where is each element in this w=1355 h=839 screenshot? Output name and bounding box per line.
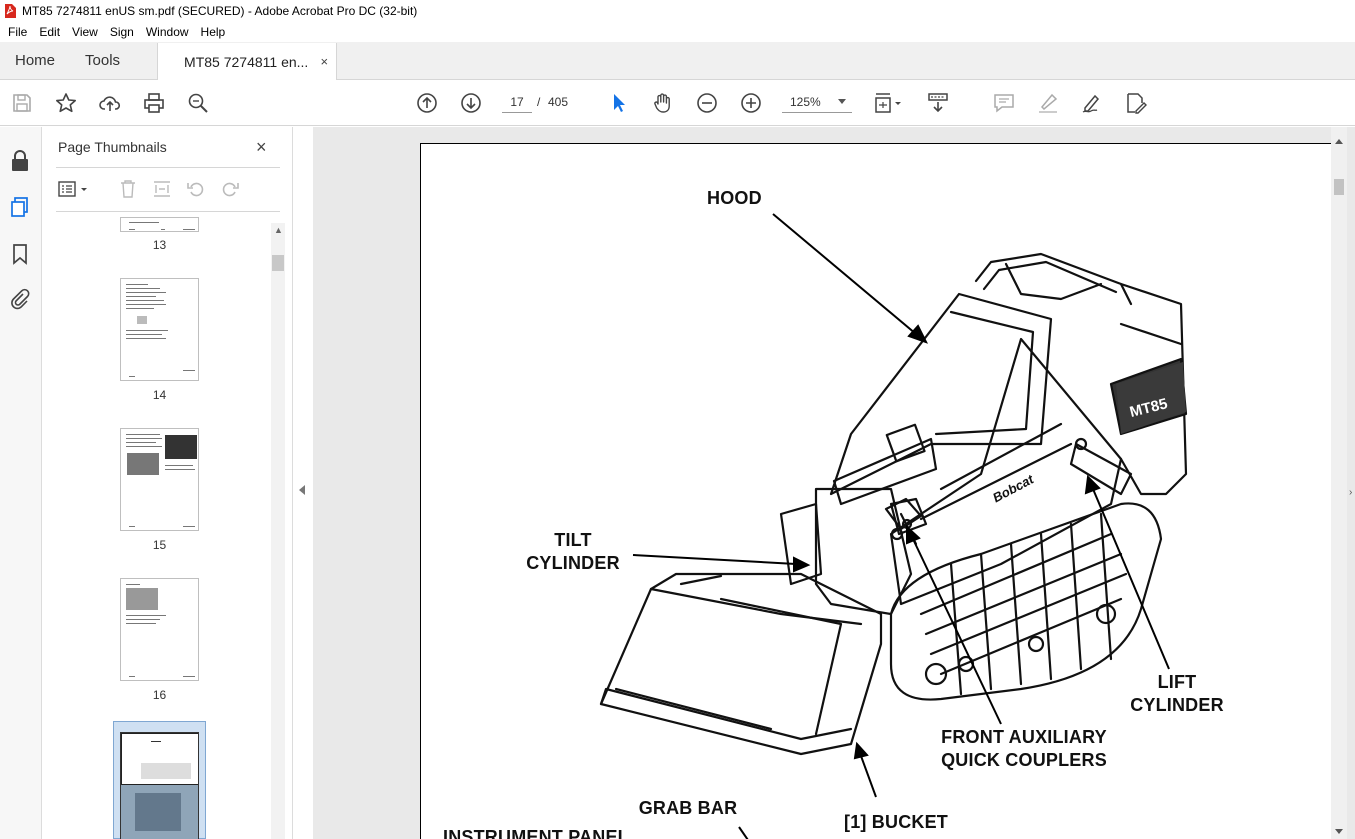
thumbnail-page-13[interactable] — [120, 217, 199, 232]
search-zoom-icon[interactable] — [186, 91, 210, 115]
callout-bucket: [1] BUCKET — [844, 812, 948, 832]
scroll-down-icon[interactable] — [1335, 829, 1343, 834]
title-bar: MT85 7274811 enUS sm.pdf (SECURED) - Ado… — [0, 0, 1355, 22]
thumbnail-page-17[interactable] — [120, 732, 199, 839]
thumbnail-options-icon[interactable] — [56, 178, 92, 200]
pdf-page: MT85 Bobcat HOOD TILT CYLINDER LIFT CYLI — [420, 143, 1332, 839]
arrow-down-circle-icon[interactable] — [459, 91, 483, 115]
main-toolbar — [0, 80, 1355, 196]
tab-bar: Home Tools MT85 7274811 en... × — [0, 42, 1355, 80]
zoom-out-icon[interactable] — [695, 91, 719, 115]
page-fit-icon[interactable] — [872, 91, 906, 115]
thumbnails-scrollbar[interactable]: ▲ — [271, 223, 285, 839]
document-viewer[interactable]: MT85 Bobcat HOOD TILT CYLINDER LIFT CYLI — [313, 127, 1355, 839]
zoom-value: 125% — [790, 95, 821, 109]
right-pane-toggle-icon[interactable]: › — [1349, 487, 1353, 498]
menu-help[interactable]: Help — [200, 25, 226, 39]
callout-instrument-panel: INSTRUMENT PANEL — [443, 827, 629, 839]
thumbnail-page-15[interactable] — [120, 428, 199, 531]
callout-tilt-line2: CYLINDER — [526, 553, 620, 573]
scroll-mode-icon[interactable] — [926, 91, 950, 115]
callout-lift-line1: LIFT — [1157, 672, 1197, 692]
left-rail — [0, 127, 42, 839]
delete-page-icon[interactable] — [116, 178, 140, 200]
save-icon[interactable] — [10, 91, 34, 115]
arrow-up-circle-icon[interactable] — [415, 91, 439, 115]
scrollbar-thumb[interactable] — [1334, 179, 1344, 195]
tab-document[interactable]: MT85 7274811 en... × — [157, 43, 338, 80]
chevron-down-icon — [838, 99, 846, 104]
tab-home[interactable]: Home — [15, 52, 56, 69]
document-scrollbar[interactable] — [1331, 127, 1347, 839]
menu-view[interactable]: View — [72, 25, 98, 39]
paperclip-icon[interactable] — [8, 287, 32, 311]
extract-page-icon[interactable] — [150, 178, 174, 200]
page-total: 405 — [548, 95, 569, 109]
menu-window[interactable]: Window — [145, 25, 189, 39]
hand-icon[interactable] — [651, 91, 675, 115]
callout-front-aux-line1: FRONT AUXILIARY — [941, 727, 1107, 747]
thumbnail-page-16[interactable] — [120, 578, 199, 681]
tab-document-label: MT85 7274811 en... — [184, 53, 309, 70]
panel-title: Page Thumbnails — [58, 139, 167, 155]
zoom-dropdown[interactable]: 125% — [782, 91, 852, 113]
thumbnail-page-14[interactable] — [120, 278, 199, 381]
page-thumbnails-icon[interactable] — [8, 195, 32, 219]
page-number-input[interactable]: 17 — [502, 91, 532, 113]
window-title: MT85 7274811 enUS sm.pdf (SECURED) - Ado… — [22, 4, 418, 18]
scrollbar-thumb[interactable] — [272, 255, 284, 271]
highlight-pen-icon[interactable] — [1036, 91, 1060, 115]
rotate-ccw-icon[interactable] — [184, 178, 208, 200]
edit-doc-icon[interactable] — [1124, 91, 1148, 115]
thumbnail-label: 16 — [152, 688, 167, 702]
thumbnail-label: 13 — [152, 238, 167, 252]
thumbnail-label: 15 — [152, 538, 167, 552]
callout-front-aux-line2: QUICK COUPLERS — [941, 750, 1107, 770]
callout-lift-line2: CYLINDER — [1130, 695, 1224, 715]
comment-icon[interactable] — [992, 91, 1016, 115]
panel-collapse-handle[interactable] — [293, 127, 313, 839]
menu-bar: File Edit View Sign Window Help — [0, 22, 1355, 42]
cursor-arrow-icon[interactable] — [607, 91, 631, 115]
tab-close-icon[interactable]: × — [320, 54, 329, 69]
callout-tilt-line1: TILT — [554, 530, 592, 550]
callout-hood: HOOD — [707, 188, 762, 208]
scroll-up-icon[interactable] — [1335, 139, 1343, 144]
tab-tools[interactable]: Tools — [85, 52, 121, 69]
machine-illustration: MT85 Bobcat — [599, 213, 1188, 839]
scroll-up-icon[interactable]: ▲ — [274, 225, 283, 235]
thumbnail-label: 14 — [152, 388, 167, 402]
panel-close-icon[interactable]: × — [256, 137, 267, 157]
page-separator: / — [537, 95, 541, 109]
thumbnail-page-17-selected[interactable] — [113, 721, 206, 839]
sign-pen-icon[interactable] — [1080, 91, 1104, 115]
menu-file[interactable]: File — [8, 25, 28, 39]
bookmark-icon[interactable] — [8, 242, 32, 266]
cloud-upload-icon[interactable] — [98, 91, 122, 115]
rotate-cw-icon[interactable] — [218, 178, 242, 200]
lock-icon[interactable] — [8, 149, 32, 173]
callout-grab-bar: GRAB BAR — [638, 798, 738, 818]
acrobat-pdf-icon — [5, 4, 16, 18]
print-icon[interactable] — [142, 91, 166, 115]
star-icon[interactable] — [54, 91, 78, 115]
menu-sign[interactable]: Sign — [109, 25, 134, 39]
menu-edit[interactable]: Edit — [39, 25, 61, 39]
chevron-left-icon — [299, 485, 305, 495]
mt85-badge: MT85 — [1116, 362, 1186, 434]
brand-decal: Bobcat — [990, 471, 1037, 505]
zoom-in-icon[interactable] — [739, 91, 763, 115]
